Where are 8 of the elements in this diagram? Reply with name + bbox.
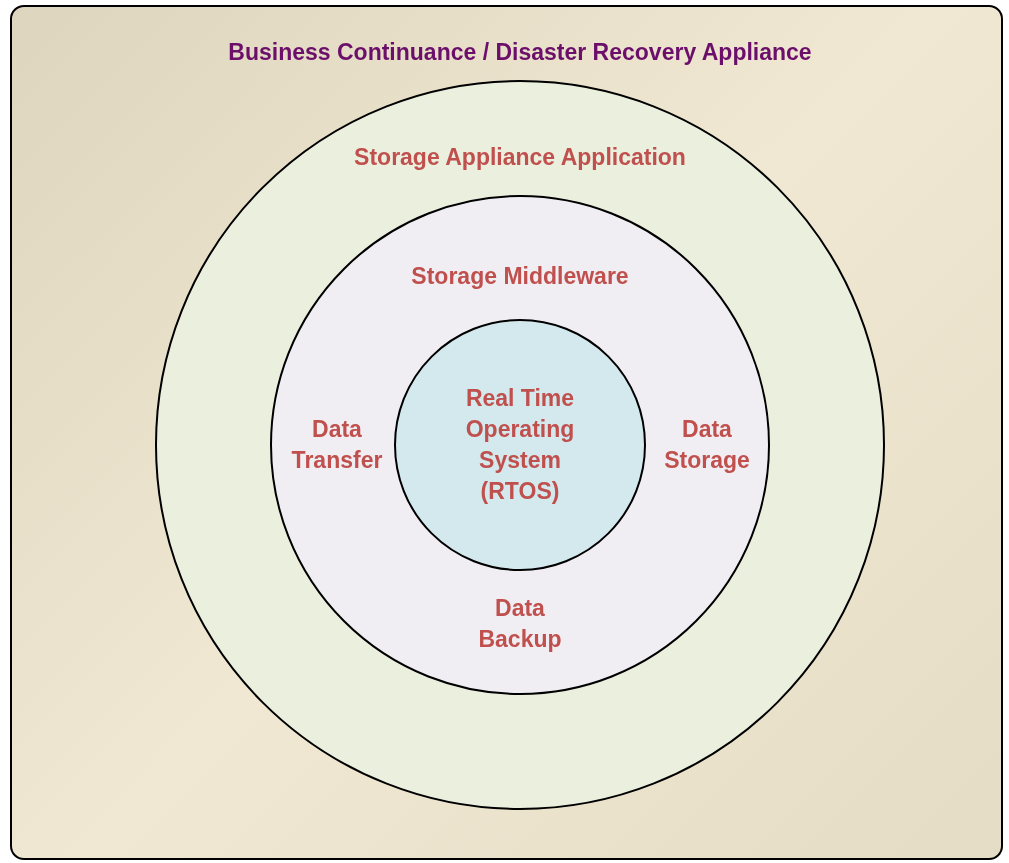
layer-function-label: Data Backup — [477, 594, 563, 654]
layer-title: Real Time Operating System (RTOS) — [464, 384, 576, 506]
layer-function-label: Data Storage — [663, 415, 751, 475]
layer-title: Storage Appliance Application — [353, 142, 687, 172]
layer-function-label: Data Transfer — [290, 415, 384, 475]
layer-title: Storage Middleware — [410, 261, 630, 291]
appliance-panel — [10, 5, 1003, 860]
layer-title: Business Continuance / Disaster Recovery Appliance — [227, 37, 813, 67]
